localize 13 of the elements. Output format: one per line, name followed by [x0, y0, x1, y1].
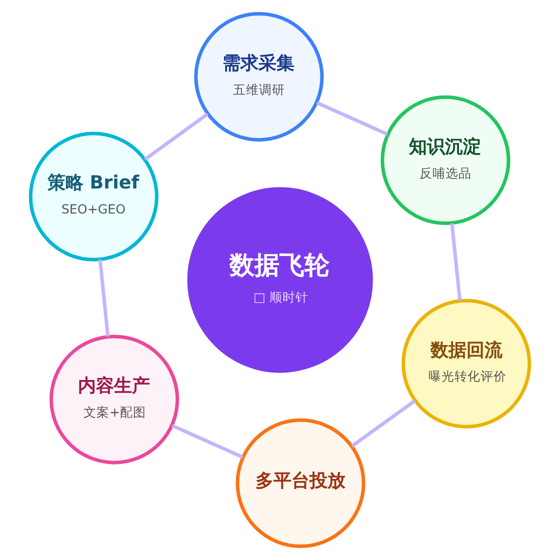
connector: [351, 399, 416, 448]
node-circle: 需求采集 五维调研: [194, 12, 324, 142]
node-circle: 内容生产 文案+配图: [50, 334, 180, 464]
connector: [450, 223, 462, 301]
node-circle: 数据飞轮 □ 顺时针: [187, 187, 373, 373]
node-circle: 多平台投放: [236, 418, 366, 548]
connector: [98, 260, 110, 337]
node-circle: 知识沉淀 反哺选品: [380, 95, 510, 225]
connector: [172, 424, 244, 459]
node-circle: 数据回流 曝光转化评价: [402, 298, 532, 428]
connector: [316, 101, 388, 136]
connector: [144, 112, 209, 161]
node-circle: 策略 Brief SEO+GEO: [28, 132, 158, 262]
